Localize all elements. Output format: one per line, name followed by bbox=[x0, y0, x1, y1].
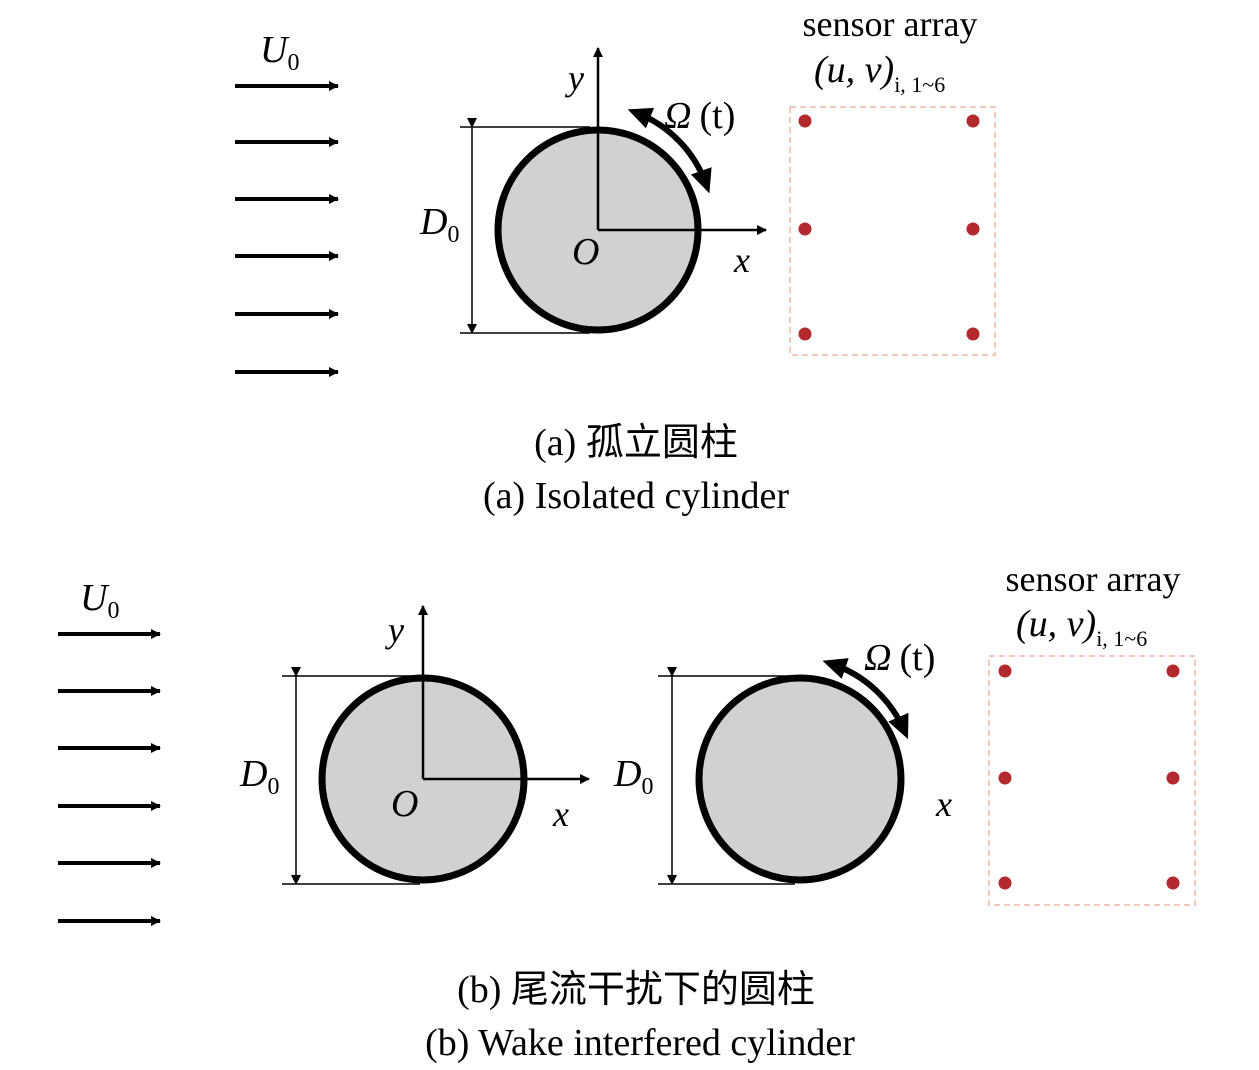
rotation-arrow-icon bbox=[627, 107, 712, 194]
sensor-point bbox=[1166, 876, 1180, 890]
sensor-point bbox=[998, 771, 1012, 785]
diameter-dimension-2 bbox=[658, 667, 795, 885]
sensor-array-title: sensor array bbox=[803, 4, 978, 44]
diameter-dimension bbox=[460, 118, 590, 334]
downstream-cylinder bbox=[695, 674, 905, 884]
sensor-point bbox=[1166, 664, 1180, 678]
diameter-label: D0 bbox=[239, 753, 279, 800]
rotation-label: Ω(t) bbox=[664, 95, 735, 137]
caption-a-english: (a) Isolated cylinder bbox=[483, 475, 789, 517]
sensor-point bbox=[998, 664, 1012, 678]
panel-b: U0 y x O D0 D0 x Ω(t) sensor array (u, v… bbox=[58, 559, 1196, 1064]
sensor-array-title: sensor array bbox=[1006, 559, 1181, 599]
rotation-arrow-icon bbox=[822, 658, 909, 740]
inflow-arrows bbox=[58, 629, 161, 926]
sensor-point bbox=[798, 114, 812, 128]
x-axis-label: x bbox=[552, 794, 569, 834]
diameter-label: D0 bbox=[419, 201, 459, 248]
diameter-dimension bbox=[282, 667, 420, 885]
sensor-point bbox=[798, 327, 812, 341]
origin-label: O bbox=[391, 783, 418, 825]
sensor-point bbox=[798, 222, 812, 236]
y-axis-label: y bbox=[565, 58, 584, 98]
sensor-point bbox=[966, 114, 980, 128]
sensor-variables: (u, v)i, 1~6 bbox=[814, 49, 945, 97]
sensor-point bbox=[998, 876, 1012, 890]
sensor-variables: (u, v)i, 1~6 bbox=[1016, 603, 1147, 651]
caption-b-english: (b) Wake interfered cylinder bbox=[425, 1022, 855, 1064]
diameter-label-2: D0 bbox=[613, 753, 653, 800]
flow-velocity-label: U0 bbox=[80, 577, 119, 624]
x-axis-label: x bbox=[733, 240, 750, 280]
sensor-array-box bbox=[988, 655, 1196, 906]
sensor-points bbox=[798, 114, 980, 341]
origin-label: O bbox=[572, 231, 599, 273]
rotation-label: Ω(t) bbox=[864, 637, 935, 679]
sensor-point bbox=[966, 222, 980, 236]
caption-a-chinese: (a) 孤立圆柱 bbox=[534, 422, 738, 464]
sensor-point bbox=[1166, 771, 1180, 785]
sensor-array-box bbox=[789, 106, 996, 356]
caption-b-chinese: (b) 尾流干扰下的圆柱 bbox=[457, 969, 815, 1011]
sensor-point bbox=[966, 327, 980, 341]
panel-a: U0 y x O D0 Ω(t) sensor array (u, v)i, 1… bbox=[235, 4, 996, 517]
y-axis-label: y bbox=[385, 610, 404, 650]
flow-velocity-label: U0 bbox=[260, 29, 299, 76]
inflow-arrows bbox=[235, 81, 339, 377]
x-axis-label-2: x bbox=[935, 784, 952, 824]
sensor-points bbox=[998, 664, 1180, 890]
